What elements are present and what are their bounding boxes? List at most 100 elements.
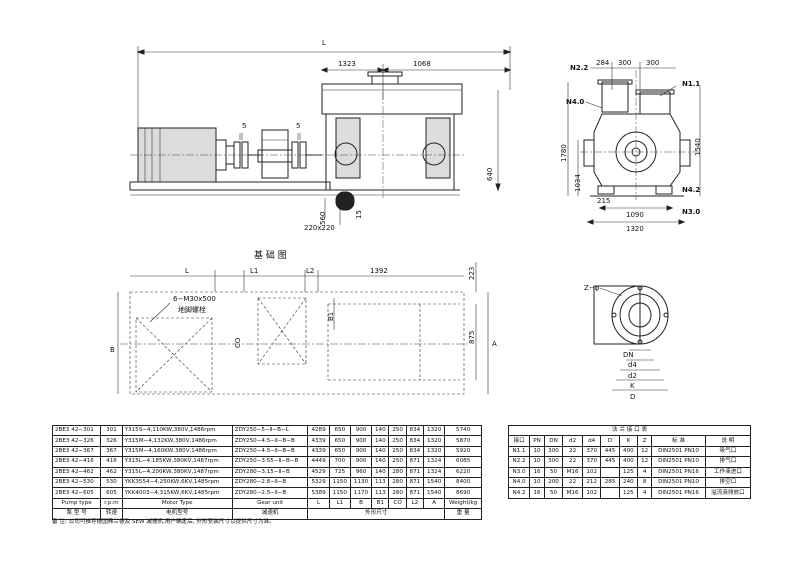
dim-found-L: L — [185, 267, 189, 275]
dim-1090: 1090 — [626, 211, 644, 219]
dim-found-L1: L1 — [250, 267, 258, 275]
pump-table-cell: 280 — [388, 487, 407, 499]
dim-found-B: B — [110, 346, 115, 354]
pump-table-cell: Y315L−4,185KW,380KV,1487rpm — [121, 456, 233, 468]
pump-table-cell: Y315M−4,132KW,380V,1486rpm — [121, 435, 233, 447]
dim-5b: 5 — [296, 122, 300, 130]
flange-table-cell: 400 — [618, 456, 639, 468]
pump-table-cell: 5870 — [444, 435, 482, 447]
pump-table-cell: 6220 — [444, 466, 482, 478]
pump-table-cell: 2BE3 42−367 — [51, 445, 102, 458]
pump-table-cell: 140 — [371, 435, 390, 447]
flange-table-header-cell: 说 明 — [704, 435, 752, 447]
th-pump-type: Pump type — [51, 497, 102, 510]
th-B1: B1 — [371, 497, 390, 510]
pump-table-cell: 5920 — [444, 445, 482, 458]
pump-table-cell: ZDY250−4.5−Ⅱ−B−B — [231, 435, 309, 447]
flange-table-cell: 300 — [543, 445, 564, 458]
pump-table-cell: 2BE3 42−530 — [51, 476, 102, 489]
pump-table-cell: 5329 — [307, 476, 330, 489]
th-cn-rpm: 转速 — [100, 508, 123, 520]
flange-table-cell: 排气口 — [704, 456, 752, 468]
pump-table-cell: 871 — [405, 487, 425, 499]
dim-1323: 1323 — [338, 60, 356, 68]
flange-table-cell: 16 — [529, 466, 545, 478]
pump-table-cell: 250 — [388, 456, 407, 468]
flange-table-header-cell: d2 — [562, 435, 584, 447]
flange-table-cell: DIN2501 PN16 — [651, 466, 706, 478]
pump-table-cell: YKK4003−4,315KW,6KV,1485rpm — [121, 487, 233, 499]
flange-table-cell: 吸气口 — [704, 445, 752, 458]
pump-table-cell: 900 — [349, 435, 373, 447]
dim-L: L — [322, 39, 326, 47]
flange-table-cell: DIN2501 PN10 — [651, 476, 706, 489]
pump-table-cell: 1324 — [423, 456, 446, 468]
flange-table-cell: 200 — [543, 476, 564, 489]
pump-table-cell: 250 — [388, 435, 407, 447]
dim-220: 220x220 — [304, 224, 335, 232]
pump-table-cell: 900 — [349, 424, 373, 437]
pump-table-cell: 1130 — [349, 476, 373, 489]
base-frame — [129, 181, 331, 191]
flange-table-cell: 445 — [600, 456, 620, 468]
side-view: 284 300 300 N2.2 N1.1 N4.0 1780 1034 154… — [560, 59, 702, 233]
label-n22: N2.2 — [570, 64, 588, 72]
pump-table-cell: 416 — [100, 456, 123, 468]
pump-table-cell: 2BE3 42−416 — [51, 456, 102, 468]
pump-table-cell: 8400 — [444, 476, 482, 489]
flange-table-cell: 370 — [582, 456, 602, 468]
dim-560: 560 — [319, 212, 327, 225]
pump-header-cn: 泵 型 号 转速 电机型号 减速机 外形尺寸 重 量 — [51, 508, 482, 520]
flange-table-cell: 212 — [582, 476, 602, 489]
flange-table-cell: 102 — [582, 466, 602, 478]
pump-table-cell: 2BE3 42−462 — [51, 466, 102, 478]
th-cn-dims: 外形尺寸 — [307, 508, 446, 520]
flange-table-cell: M16 — [562, 487, 584, 499]
flange-table-cell: 22 — [562, 456, 584, 468]
dim-1068: 1068 — [413, 60, 431, 68]
pump-table-cell: 367 — [100, 445, 123, 458]
pump-table-cell: ZDY250−3.55−Ⅱ−B−B — [231, 456, 309, 468]
dim-1320: 1320 — [626, 225, 644, 233]
flange-label-k: K — [630, 382, 635, 390]
pump-table-cell: YKK3554−4,250KW,6KV,1485rpm — [121, 476, 233, 489]
flange-table-cell: 50 — [543, 466, 564, 478]
pump-table-cell: Y315L−4,200KW,380KV,1487rpm — [121, 466, 233, 478]
pump-table-cell: 4339 — [307, 445, 330, 458]
pump-table-cell: 1320 — [423, 435, 446, 447]
pump-table-cell: 4339 — [307, 435, 330, 447]
label-n30: N3.0 — [682, 208, 700, 216]
pump-table-cell: 4529 — [307, 466, 330, 478]
th-cn-motor: 电机型号 — [121, 508, 233, 520]
flange-label-zd: Z−φ — [584, 284, 600, 292]
pump-table-cell: 5389 — [307, 487, 330, 499]
pump-table-cell: 725 — [328, 466, 351, 478]
th-CO: CO — [388, 497, 407, 510]
flange-table-cell: 工作液进口 — [704, 466, 752, 478]
flange-n11 — [639, 91, 671, 115]
flange-table-cell: DIN2501 PN10 — [651, 445, 706, 458]
pump-table-cell: 4289 — [307, 424, 330, 437]
flange-table-cell: N2.2 — [507, 456, 531, 468]
dim-215: 215 — [597, 197, 610, 205]
pump-table-cell: ZDY250−5−Ⅱ−B−L — [231, 424, 309, 437]
pump-table-cell: 113 — [371, 487, 390, 499]
th-weight: Weight/kg — [444, 497, 482, 510]
label-n42-side: N4.2 — [682, 186, 700, 194]
pump-table-cell: 1150 — [328, 476, 351, 489]
pump-table-cell: 650 — [328, 445, 351, 458]
flange-label-d2: d2 — [628, 372, 637, 380]
flange-table-cell: 50 — [543, 487, 564, 499]
dim-640: 640 — [486, 168, 494, 181]
flange-table-cell: 10 — [529, 476, 545, 489]
dim-found-223: 223 — [468, 267, 476, 280]
